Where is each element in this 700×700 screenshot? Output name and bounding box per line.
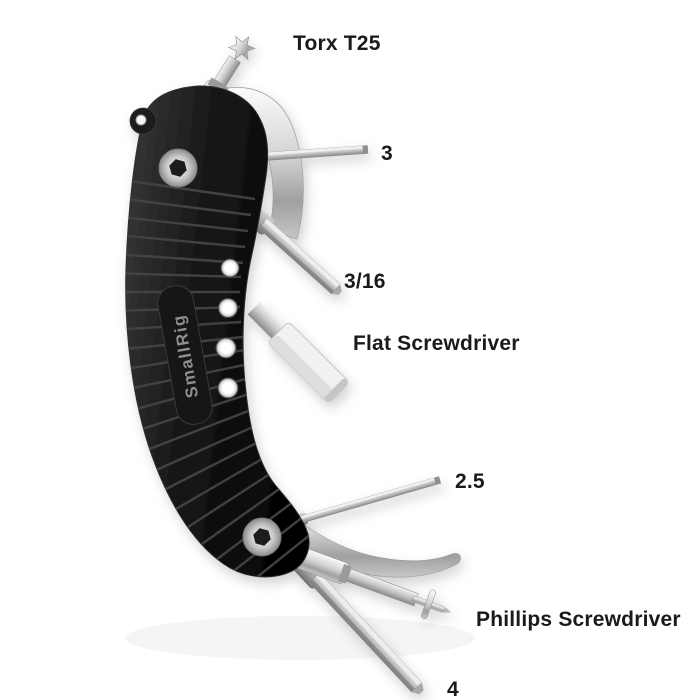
torx-star-tip <box>227 35 256 61</box>
ground-shadow <box>125 616 475 660</box>
label-hex-3-16: 3/16 <box>344 270 386 293</box>
hex-4-tip <box>411 682 424 695</box>
tool-body <box>125 85 310 578</box>
hex-key-4 <box>289 551 424 695</box>
phillips-collar <box>338 563 352 584</box>
hex-key-2-5 <box>281 476 442 531</box>
phillips-cross-tip <box>411 589 452 619</box>
label-flat-screwdriver: Flat Screwdriver <box>353 332 520 355</box>
hex-socket-top <box>169 159 187 177</box>
body-hole-2 <box>218 298 238 318</box>
keyring-hole <box>135 114 147 126</box>
body-hole-4 <box>217 377 239 399</box>
flat-tip-edge <box>324 378 349 403</box>
flat-screwdriver-blade <box>247 301 349 403</box>
keyring-tab <box>129 107 157 135</box>
body-hole-3 <box>215 337 237 359</box>
hex-2-5-tip <box>434 476 441 485</box>
hex-key-3 <box>243 145 369 163</box>
pivot-rivet-bottom <box>242 517 282 557</box>
label-hex-2-5: 2.5 <box>455 470 485 493</box>
hex-3-tip <box>362 145 368 154</box>
label-hex-3: 3 <box>381 142 393 165</box>
pivot-rivet-top <box>158 148 198 188</box>
multi-tool: SmallRig <box>125 35 461 695</box>
hex-3-16-tip <box>331 284 342 295</box>
torx-shaft <box>214 55 241 87</box>
label-torx-t25: Torx T25 <box>293 32 381 55</box>
body-hole-1 <box>220 258 240 278</box>
label-phillips-screwdriver: Phillips Screwdriver <box>476 608 681 631</box>
hex-socket-bottom <box>253 528 271 546</box>
brand-plate <box>157 285 213 425</box>
label-hex-4: 4 <box>447 678 459 700</box>
